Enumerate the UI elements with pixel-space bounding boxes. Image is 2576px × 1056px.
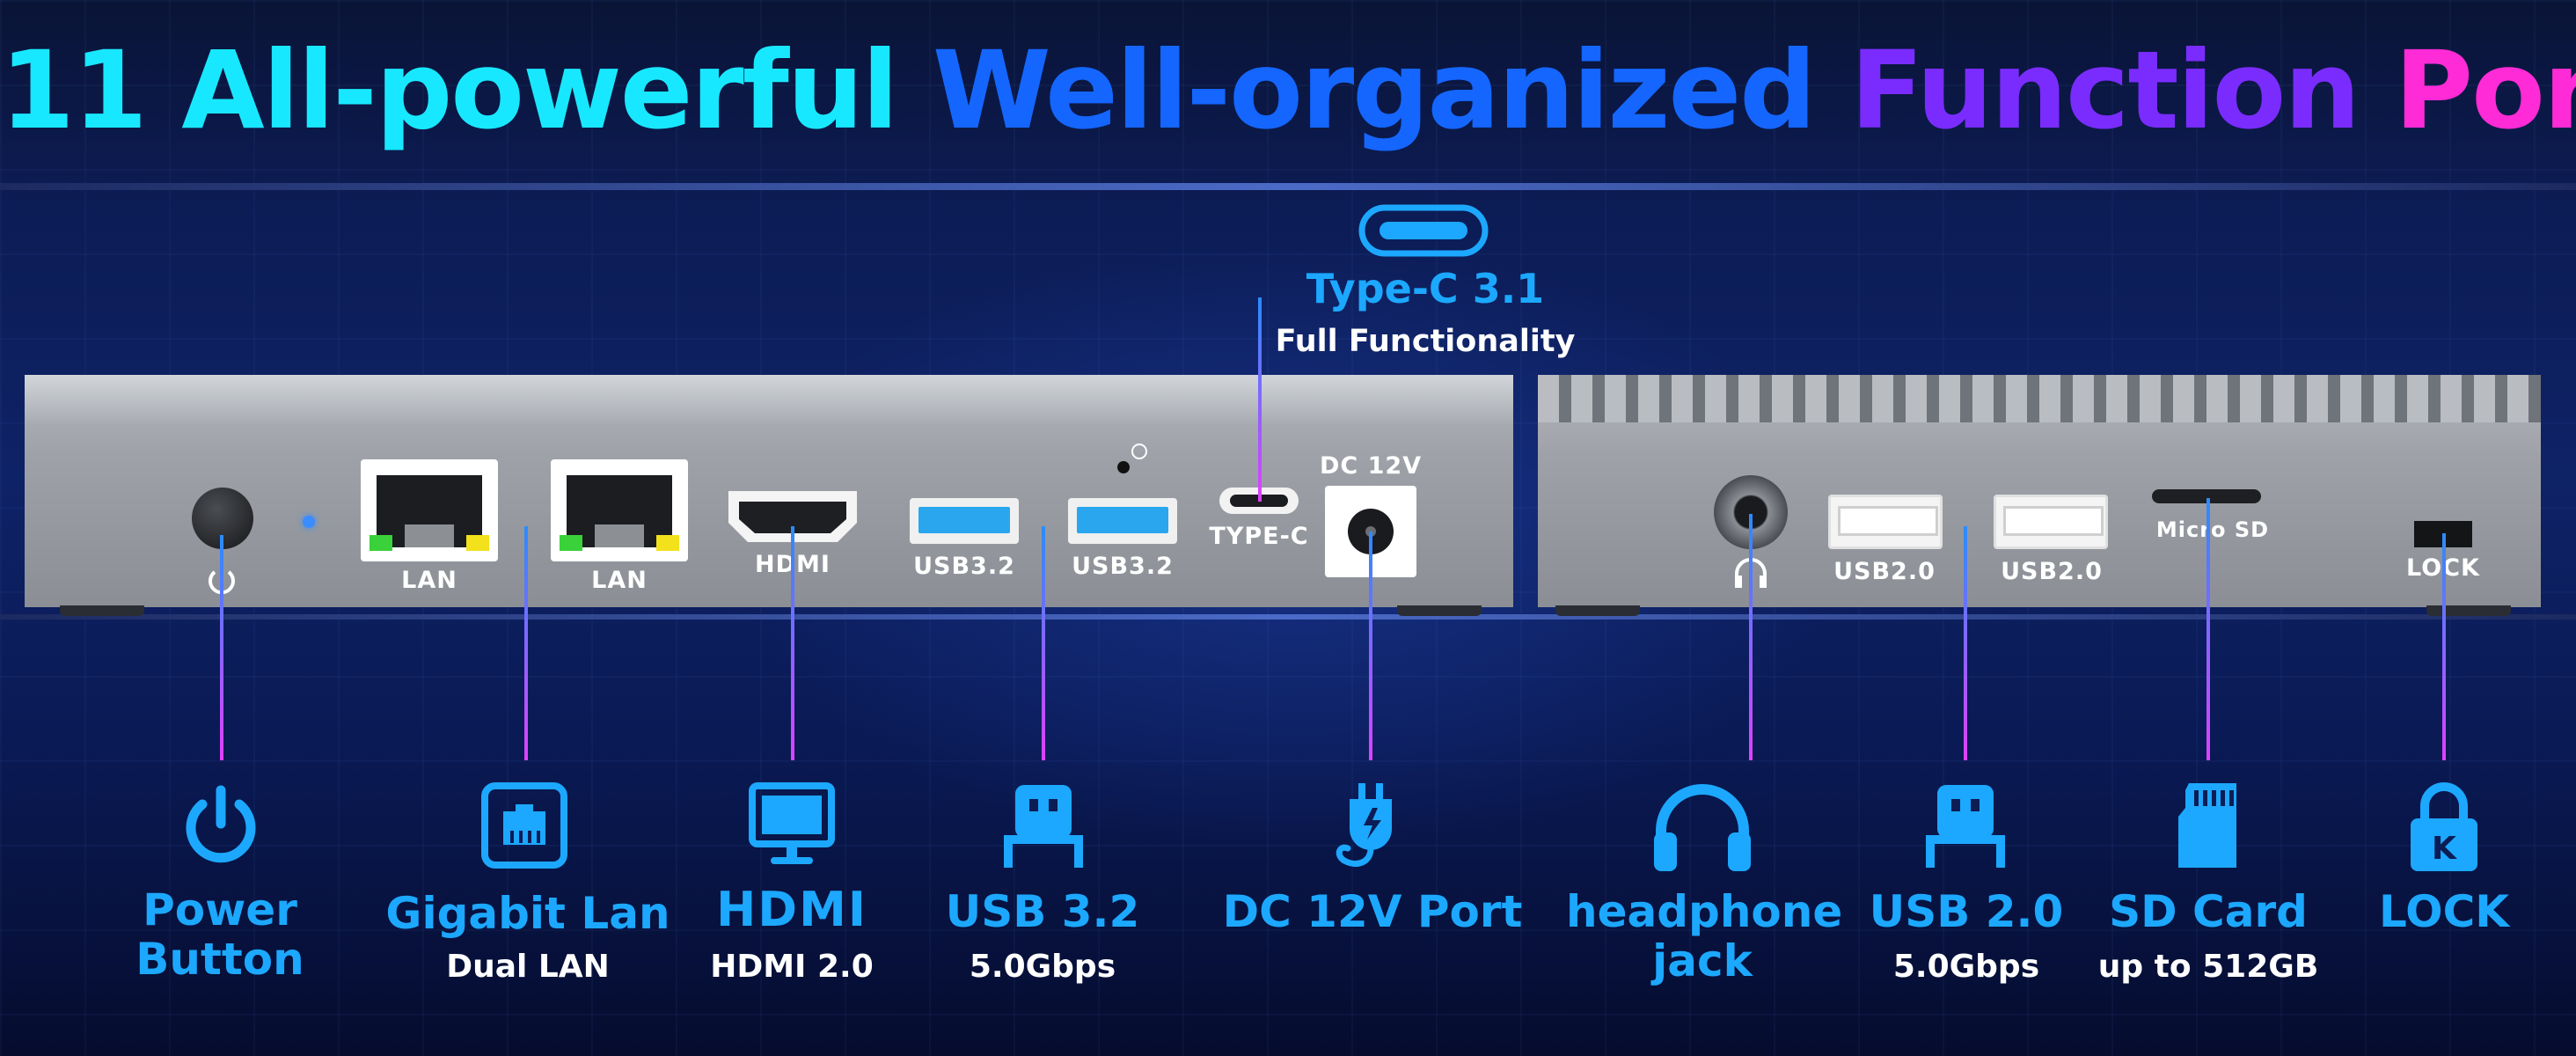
power-icon: [186, 785, 256, 863]
micro-sd-label: Micro SD: [2155, 517, 2270, 542]
feature-hdmi-subtitle: HDMI 2.0: [710, 949, 874, 985]
usb32-port-1: [910, 498, 1019, 544]
usb32-2-label: USB3.2: [1072, 553, 1174, 580]
connector-line-lan: [524, 526, 528, 760]
connector-line-usb32: [1042, 526, 1045, 760]
dc-12v-label: DC 12V: [1320, 452, 1423, 480]
type-c-port-icon: [1358, 204, 1489, 257]
shelf-divider: [0, 614, 2576, 620]
headline-part-3: Function: [1850, 28, 2360, 153]
usb20-port-1: [1828, 495, 1943, 549]
feature-lock-title: LOCK: [2378, 886, 2510, 937]
feature-headphone-title: headphone jack: [1566, 886, 1843, 986]
headline: 11 All-powerful Well-organized Function …: [0, 25, 2576, 157]
usb20-2-label: USB2.0: [2001, 558, 2103, 585]
connector-line-dc: [1369, 532, 1372, 760]
micro-sd-slot: [2152, 489, 2261, 503]
feature-lan-subtitle: Dual LAN: [446, 949, 610, 985]
feature-lan-title: Gigabit Lan: [385, 888, 670, 939]
type-c-subtitle: Full Functionality: [1275, 324, 1576, 359]
type-c-title: Type-C 3.1: [1306, 265, 1545, 312]
power-plug-icon: [1336, 783, 1392, 867]
clear-cmos-hole: [1117, 461, 1130, 473]
connector-line-lock: [2442, 533, 2446, 760]
top-divider: [0, 183, 2576, 190]
type-c-label: TYPE-C: [1209, 523, 1309, 550]
monitor-icon: [749, 782, 835, 864]
feature-usb32-subtitle: 5.0Gbps: [969, 949, 1116, 985]
usb20-1-label: USB2.0: [1833, 558, 1936, 585]
feature-power-title: Power Button: [135, 884, 304, 985]
lock-icon: K: [2411, 782, 2477, 871]
lan-port-1: [361, 459, 498, 561]
usb20-port-2: [1994, 495, 2108, 549]
usb-icon: [1004, 785, 1083, 868]
headphones-icon: [1654, 784, 1751, 871]
mini-pc-side-panel: [1538, 375, 2541, 616]
ethernet-icon: [481, 782, 567, 869]
lock-icon-letter: K: [2432, 831, 2457, 867]
feature-usb32-title: USB 3.2: [945, 886, 1140, 937]
headline-part-2: Well-organized: [932, 28, 1817, 153]
usb32-port-2: [1068, 498, 1177, 544]
headline-part-4: Ports: [2394, 28, 2576, 153]
connector-line-hdmi: [791, 526, 794, 760]
clear-cmos-icon: [1131, 444, 1147, 459]
connector-line-headphone: [1749, 514, 1753, 760]
status-led: [303, 516, 315, 528]
feature-dc-title: DC 12V Port: [1222, 886, 1523, 937]
sd-card-icon: [2178, 783, 2236, 868]
feature-sd-title: SD Card: [2109, 886, 2308, 937]
feature-sd-subtitle: up to 512GB: [2097, 949, 2319, 985]
connector-line-sd: [2206, 498, 2210, 760]
connector-line-power: [220, 535, 223, 760]
hdmi-port: [728, 491, 857, 542]
connector-line-type-c: [1258, 297, 1262, 502]
lan-1-label: LAN: [401, 567, 457, 594]
feature-usb20-title: USB 2.0: [1869, 886, 2064, 937]
feature-usb20-subtitle: 5.0Gbps: [1892, 949, 2040, 985]
connector-line-usb20: [1964, 526, 1967, 760]
usb-icon: [1926, 785, 2005, 868]
feature-hdmi-title: HDMI: [716, 882, 867, 937]
headline-part-1: 11 All-powerful: [0, 28, 898, 153]
lan-port-2: [551, 459, 688, 561]
usb32-1-label: USB3.2: [913, 553, 1015, 580]
lan-2-label: LAN: [591, 567, 648, 594]
